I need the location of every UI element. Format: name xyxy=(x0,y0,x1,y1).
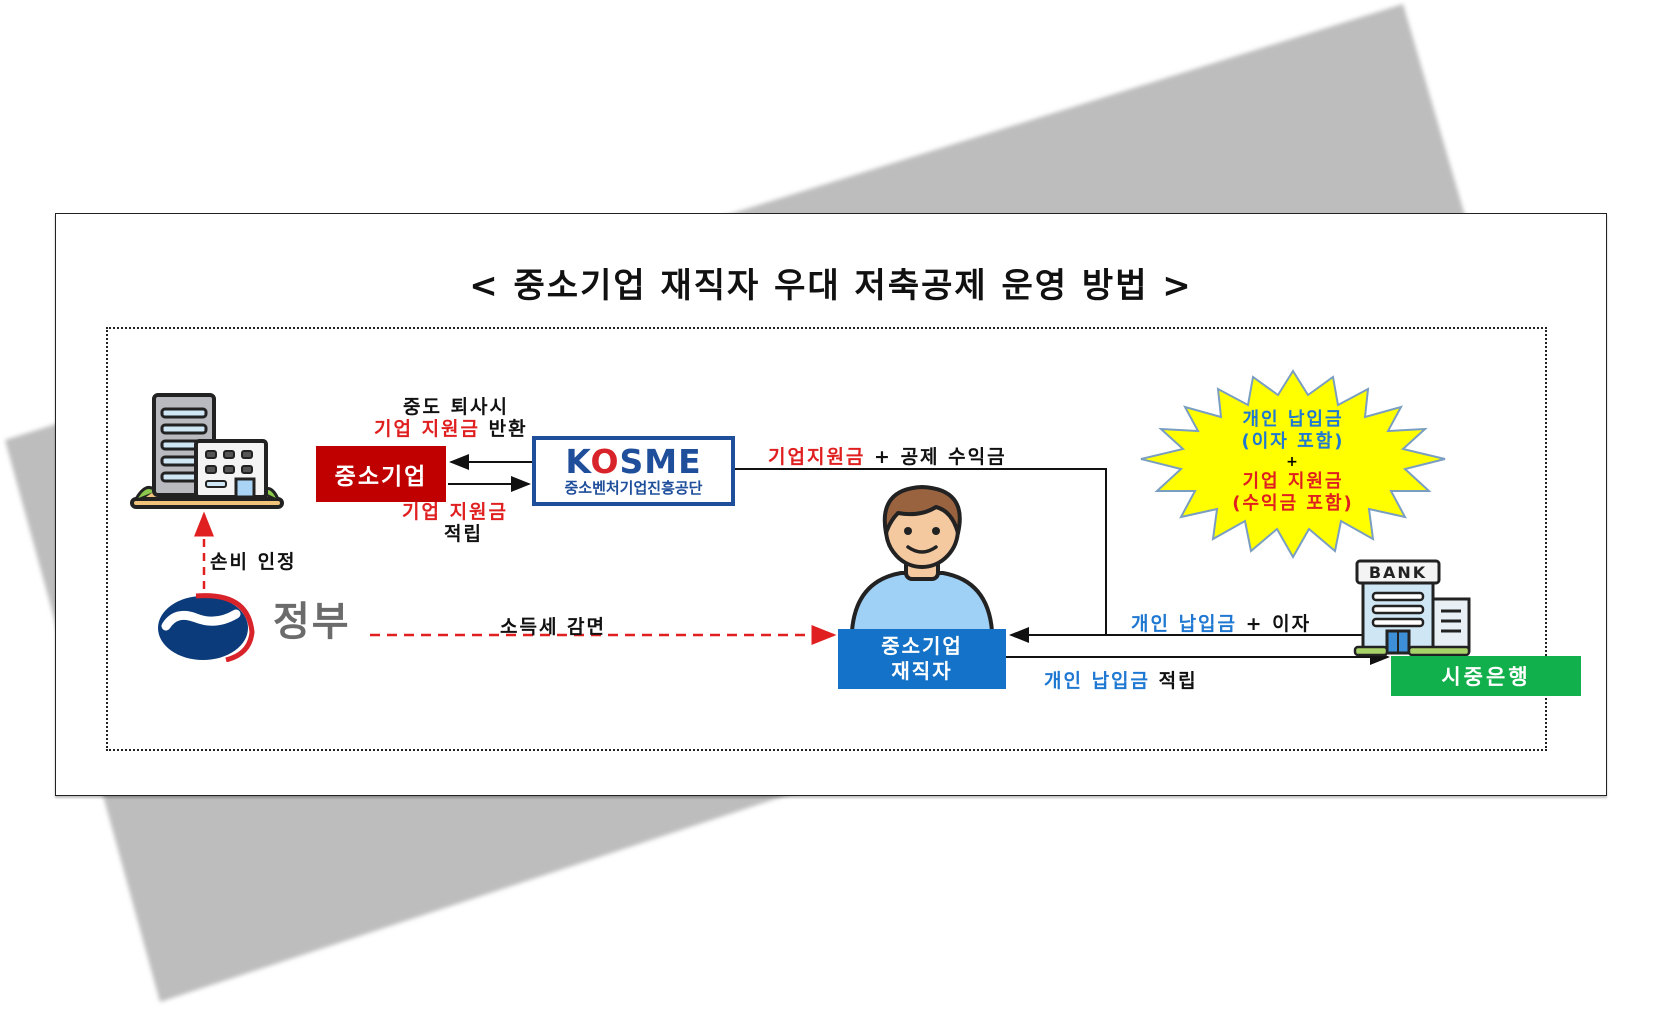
bank-to-worker-label: 개인 납입금 + 이자 xyxy=(1131,613,1312,635)
loss-recognition-label: 손비 인정 xyxy=(210,551,297,573)
diagram-card: < 중소기업 재직자 우대 저축공제 운영 방법 > xyxy=(55,213,1607,796)
income-tax-label: 소득세 감면 xyxy=(500,616,607,638)
kosme-node: KOSME 중소벤처기업진흥공단 xyxy=(532,436,735,506)
bank-label: 시중은행 xyxy=(1441,665,1531,689)
sme-node: 중소기업 xyxy=(316,446,446,502)
starburst-shape xyxy=(1140,369,1446,559)
kosme-to-worker-label: 기업지원금 + 공제 수익금 xyxy=(768,446,1007,468)
burst-text: 개인 납입금 (이자 포함) + 기업 지원금 (수익금 포함) xyxy=(1232,409,1354,514)
worker-to-bank-label: 개인 납입금 적립 xyxy=(1044,670,1198,692)
worker-node: 중소기업 재직자 xyxy=(838,629,1006,689)
sme-label: 중소기업 xyxy=(334,464,428,490)
korea-government-emblem-icon xyxy=(158,593,255,662)
early-leave-label: 중도 퇴사시 xyxy=(403,396,510,418)
worker-label-line1: 중소기업 xyxy=(881,634,963,658)
government-label: 정부 xyxy=(273,599,351,645)
bank-building-icon: BANK xyxy=(1353,559,1471,657)
accumulate-label: 적립 xyxy=(444,523,483,545)
diagram-frame: 중소기업 KOSME 중소벤처기업진흥공단 중도 퇴사시 기업 지원금 반환 기… xyxy=(106,327,1581,751)
accumulate-amount-label: 기업 지원금 xyxy=(402,501,509,523)
connector-lines xyxy=(194,454,1391,665)
return-label: 기업 지원금 반환 xyxy=(374,418,528,440)
bank-node: 시중은행 xyxy=(1391,656,1581,696)
diagram-title: < 중소기업 재직자 우대 저축공제 운영 방법 > xyxy=(469,266,1193,306)
kosme-subtitle: 중소벤처기업진흥공단 xyxy=(564,479,703,497)
bank-sign-text: BANK xyxy=(1369,563,1427,582)
office-building-icon xyxy=(130,393,284,509)
kosme-logo: KOSME xyxy=(565,442,702,481)
person-icon xyxy=(849,485,995,631)
worker-label-line2: 재직자 xyxy=(891,659,953,683)
